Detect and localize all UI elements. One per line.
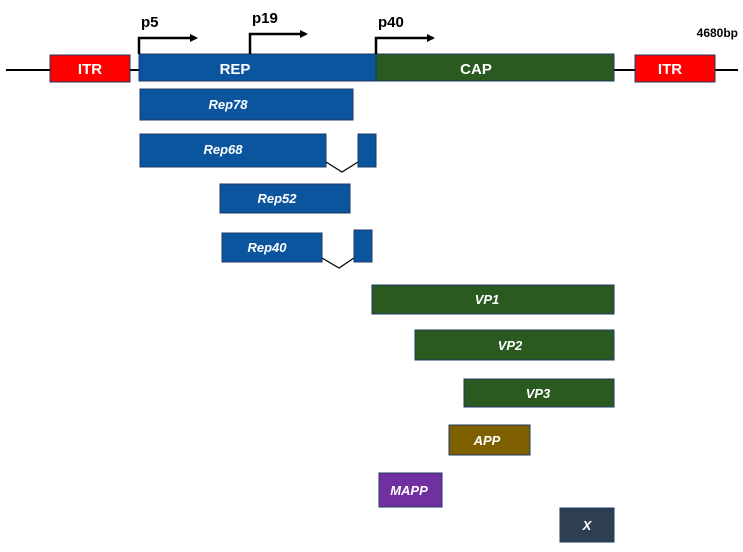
- itr-right-box: [634, 54, 716, 83]
- x-box: [559, 507, 615, 543]
- itr-left-box: [49, 54, 131, 83]
- vp2-box: [414, 329, 615, 361]
- vp1-box: [371, 284, 615, 315]
- rep78-label: Rep78: [208, 97, 248, 112]
- promoter-p19-label: p19: [252, 10, 278, 27]
- rep-gene-box: [138, 53, 377, 82]
- rep52-label: Rep52: [257, 191, 297, 206]
- rep40-exon1-box: [221, 232, 323, 263]
- vp3-label: VP3: [526, 386, 551, 401]
- itr-right-label: ITR: [658, 61, 682, 78]
- app-box: [448, 424, 531, 456]
- rep68-label: Rep68: [203, 142, 243, 157]
- rep78-box: [139, 88, 354, 121]
- promoter-p40-label: p40: [378, 14, 404, 31]
- promoter-p5-label: p5: [141, 14, 159, 31]
- vp3-box: [463, 378, 615, 408]
- rep-gene-label: REP: [220, 61, 251, 78]
- app-label: APP: [473, 433, 501, 448]
- genome-length-label: 4680bp: [697, 26, 738, 40]
- rep52-box: [219, 183, 351, 214]
- itr-left-label: ITR: [78, 61, 102, 78]
- mapp-label: MAPP: [390, 483, 428, 498]
- vp2-label: VP2: [498, 338, 523, 353]
- cap-gene-box: [375, 53, 615, 82]
- vp1-label: VP1: [475, 292, 500, 307]
- promoter-p19-arrow-icon: [248, 30, 308, 54]
- mapp-box: [378, 472, 443, 508]
- rep40-splice-line: [321, 257, 355, 269]
- rep40-label: Rep40: [247, 240, 287, 255]
- cap-gene-label: CAP: [460, 61, 492, 78]
- rep68-exon2-box: [357, 133, 377, 168]
- x-label: X: [582, 518, 593, 533]
- rep68-exon1-box: [139, 133, 327, 168]
- promoter-p5-arrow-icon: [137, 34, 198, 54]
- rep68-splice-line: [325, 161, 359, 173]
- promoter-p40-arrow-icon: [374, 34, 435, 54]
- rep40-exon2-box: [353, 229, 373, 263]
